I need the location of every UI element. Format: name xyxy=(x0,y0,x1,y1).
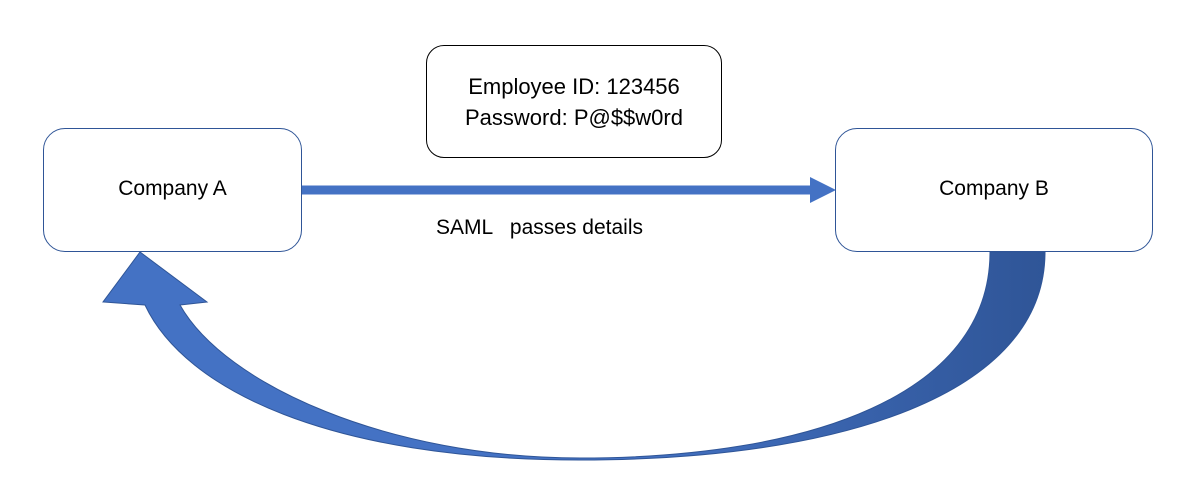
company-a-node: Company A xyxy=(43,128,302,252)
company-a-label: Company A xyxy=(118,177,227,200)
saml-arrow-label: SAML passes details xyxy=(436,216,643,239)
saml-forward-arrow xyxy=(302,177,836,203)
forward-arrowhead xyxy=(810,177,836,203)
password-text: Password: P@$$w0rd xyxy=(465,104,683,130)
credentials-box: Employee ID: 123456 Password: P@$$w0rd xyxy=(426,45,722,158)
employee-id-text: Employee ID: 123456 xyxy=(468,73,680,99)
return-curved-arrow xyxy=(102,251,1046,461)
company-b-node: Company B xyxy=(835,128,1153,252)
company-b-label: Company B xyxy=(939,177,1049,200)
